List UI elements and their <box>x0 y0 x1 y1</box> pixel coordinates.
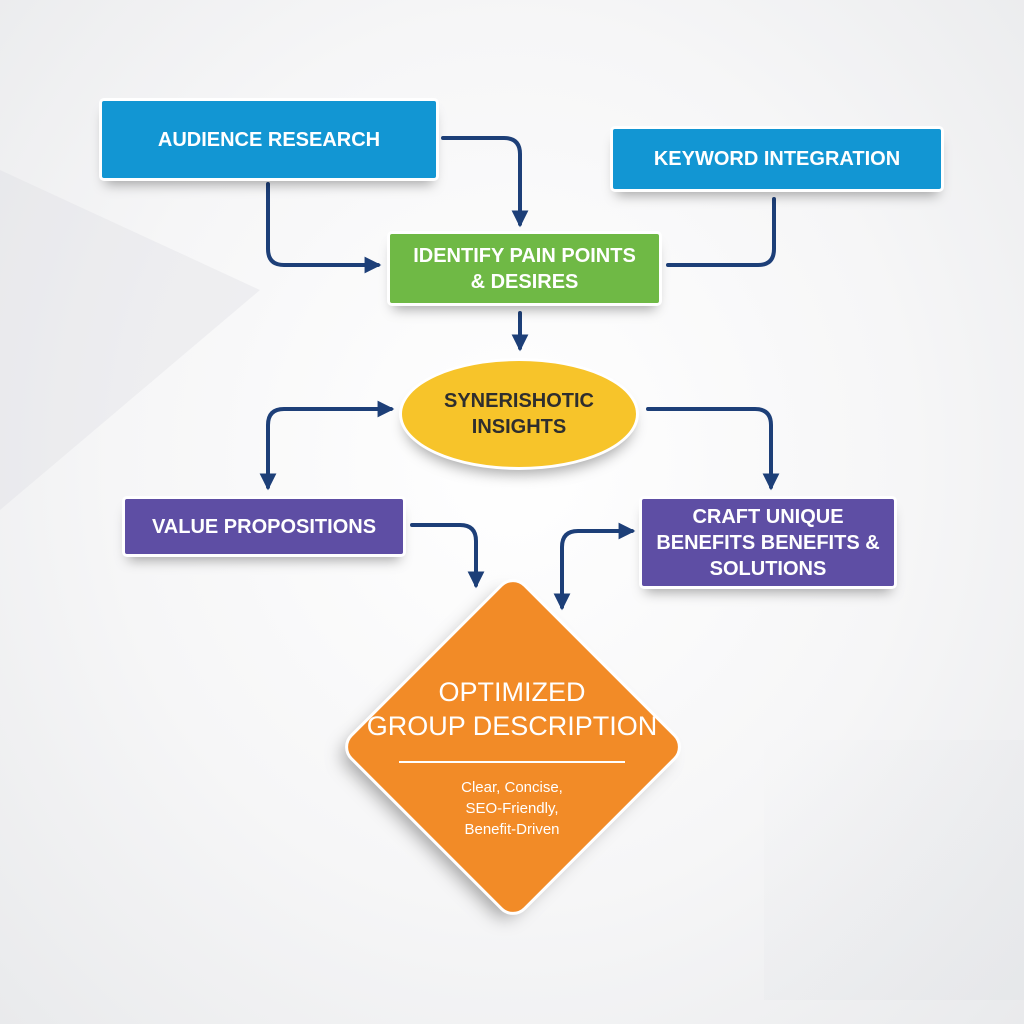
connector-audience-to-painpoints-left <box>266 182 382 274</box>
identify-pain-points-node: IDENTIFY PAIN POINTS & DESIRES <box>387 231 662 306</box>
synerishotic-insights-label: SYNERISHOTIC INSIGHTS <box>443 390 595 438</box>
keyword-integration-node: KEYWORD INTEGRATION <box>610 126 944 192</box>
optimized-description-subtitle: Clear, Concise, SEO-Friendly, Benefit-Dr… <box>461 779 563 838</box>
value-propositions-label: VALUE PROPOSITIONS <box>151 515 377 538</box>
value-propositions-node: VALUE PROPOSITIONS <box>122 496 406 557</box>
keyword-integration-label: KEYWORD INTEGRATION <box>653 148 901 170</box>
audience-research-node: AUDIENCE RESEARCH <box>99 98 439 181</box>
audience-research-label: AUDIENCE RESEARCH <box>157 128 381 151</box>
connector-keyword-to-painpoints <box>666 197 776 267</box>
craft-unique-label: CRAFT UNIQUE BENEFITS BENEFITS & SOLUTIO… <box>656 505 880 580</box>
connector-audience-to-painpoints-top <box>441 136 529 228</box>
optimized-description-content: OPTIMIZED GROUP DESCRIPTION Clear, Conci… <box>340 675 684 840</box>
identify-pain-points-label: IDENTIFY PAIN POINTS & DESIRES <box>413 244 636 293</box>
connector-craft-to-optimized <box>553 522 636 611</box>
connector-insights-value-propositions <box>259 400 395 491</box>
craft-unique-node: CRAFT UNIQUE BENEFITS BENEFITS & SOLUTIO… <box>639 496 897 589</box>
optimized-description-divider <box>399 761 625 763</box>
synerishotic-insights-node: SYNERISHOTIC INSIGHTS <box>399 358 639 470</box>
connector-insights-to-craft <box>646 407 780 491</box>
connector-value-to-optimized <box>410 523 485 589</box>
optimized-description-title: OPTIMIZED GROUP DESCRIPTION <box>366 677 658 741</box>
